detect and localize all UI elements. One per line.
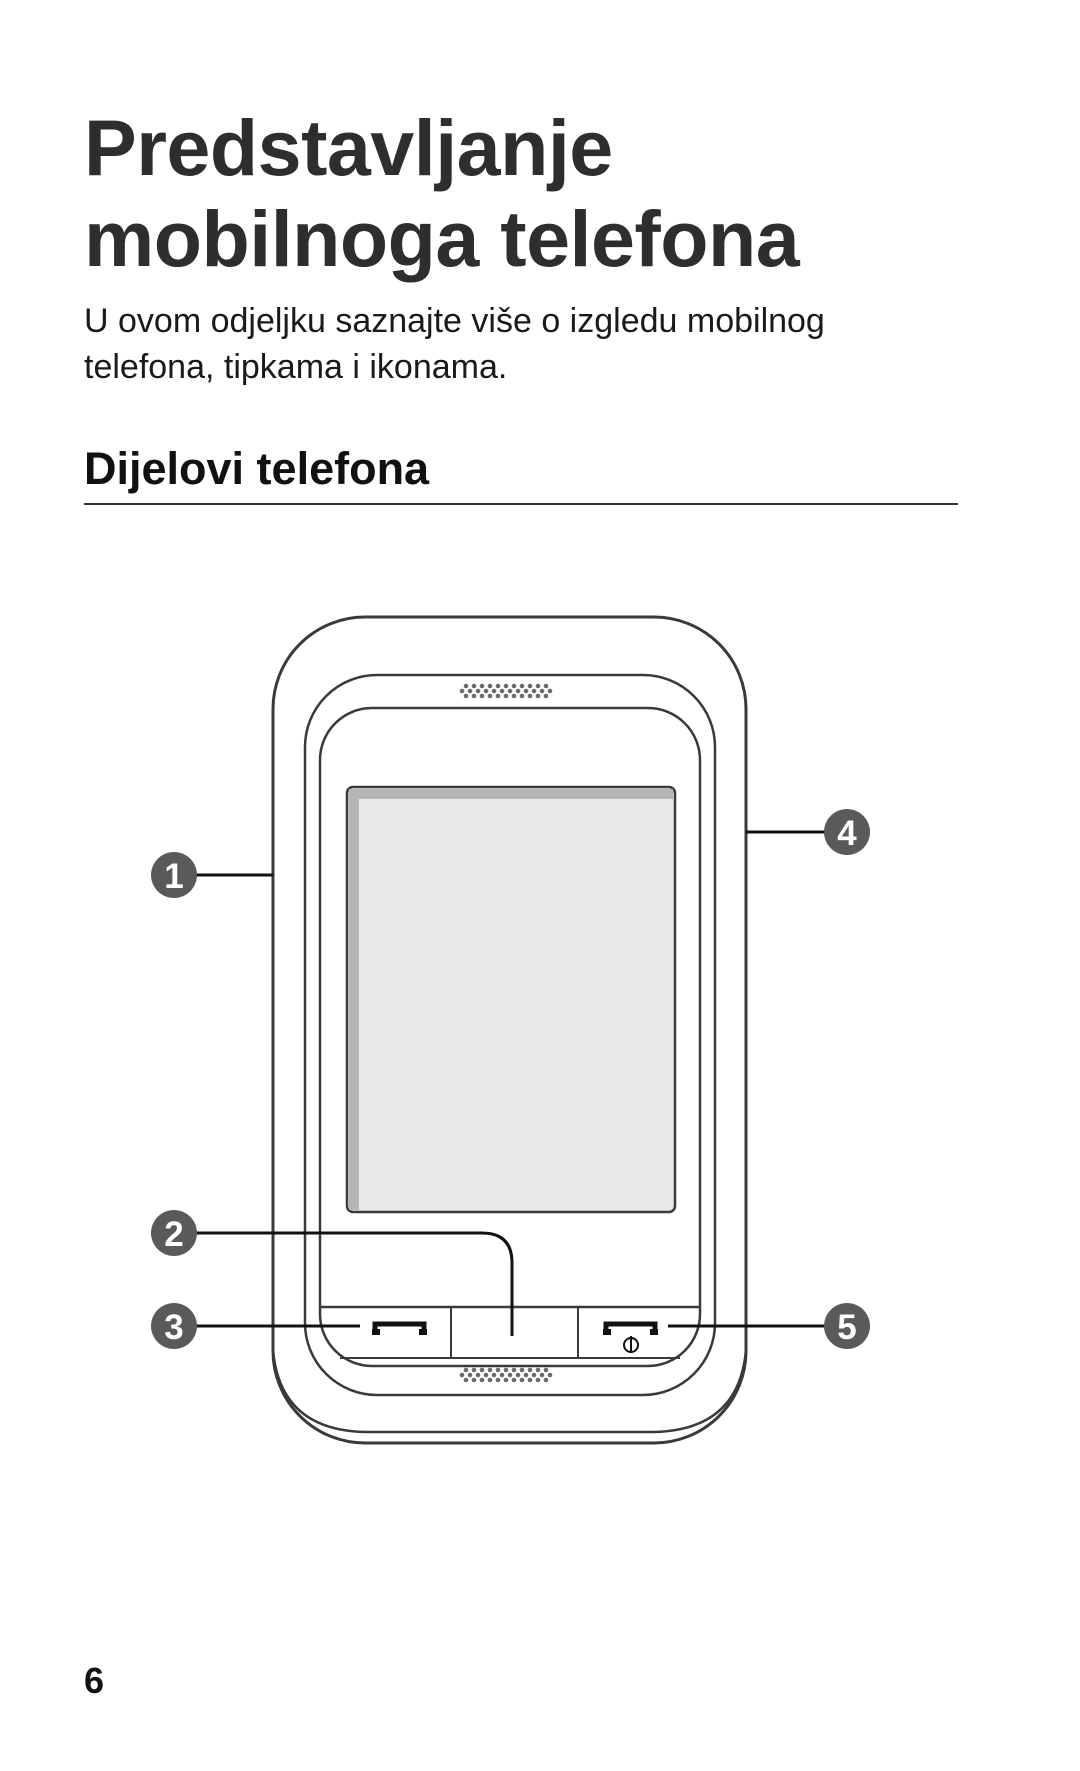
microphone-grille-hole	[499, 1372, 505, 1378]
page-title-line-1: Predstavljanje	[84, 103, 613, 192]
display-screen-shade-left	[349, 789, 359, 1210]
microphone-grille-hole	[463, 1377, 469, 1383]
microphone-grille-hole	[511, 1367, 517, 1373]
earpiece-grille-hole	[503, 693, 509, 699]
earpiece-grille-hole	[519, 693, 525, 699]
callout-1-badge: 1	[151, 852, 197, 898]
callout-4-badge: 4	[824, 809, 870, 855]
callout-3-number: 3	[164, 1308, 183, 1347]
earpiece-grille-hole	[527, 683, 533, 689]
microphone-grille-hole	[543, 1367, 549, 1373]
earpiece-grille-hole	[503, 683, 509, 689]
callout-3-badge: 3	[151, 1303, 197, 1349]
earpiece-grille-hole	[539, 688, 545, 694]
microphone-grille-hole	[471, 1377, 477, 1383]
microphone-grille-hole	[491, 1372, 497, 1378]
callout-2-leader	[196, 1231, 514, 1336]
earpiece-grille-hole	[471, 693, 477, 699]
microphone-grille-hole	[511, 1377, 517, 1383]
earpiece-grille-hole	[471, 683, 477, 689]
microphone-grille-hole	[495, 1367, 501, 1373]
microphone-grille-hole	[503, 1377, 509, 1383]
microphone-grille-hole	[475, 1372, 481, 1378]
earpiece-grille-hole	[495, 683, 501, 689]
callout-5-number: 5	[837, 1308, 856, 1347]
earpiece-grille-hole	[515, 688, 521, 694]
earpiece-grille-hole	[527, 693, 533, 699]
earpiece-grille-hole	[523, 688, 529, 694]
earpiece-grille-hole	[535, 683, 541, 689]
earpiece-grille-hole	[543, 693, 549, 699]
earpiece-grille-hole	[463, 683, 469, 689]
microphone-grille-hole	[487, 1377, 493, 1383]
section-divider	[84, 503, 958, 505]
earpiece-grille-hole	[507, 688, 513, 694]
page-number: 6	[84, 1660, 105, 1701]
earpiece-grille-hole	[467, 688, 473, 694]
display-screen-shade	[349, 789, 673, 799]
callout-2-number: 2	[164, 1215, 183, 1254]
microphone-grille-hole	[459, 1372, 465, 1378]
earpiece-grille-hole	[531, 688, 537, 694]
microphone-grille-hole	[515, 1372, 521, 1378]
earpiece-grille-hole	[511, 693, 517, 699]
microphone-grille-hole	[471, 1367, 477, 1373]
earpiece-grille-hole	[543, 683, 549, 689]
intro-line-2: telefona, tipkama i ikonama.	[84, 348, 508, 386]
earpiece-grille-hole	[479, 683, 485, 689]
callout-1-number: 1	[164, 857, 183, 896]
end-power-key-icon	[603, 1321, 658, 1353]
microphone-grille-hole	[527, 1377, 533, 1383]
earpiece-grille-hole	[511, 683, 517, 689]
callout-5-badge: 5	[824, 1303, 870, 1349]
section-heading: Dijelovi telefona	[84, 443, 430, 494]
intro-paragraph: U ovom odjeljku saznajte više o izgledu …	[84, 298, 984, 390]
earpiece-grille	[459, 683, 553, 699]
microphone-grille-hole	[519, 1367, 525, 1373]
callout-4-number: 4	[837, 814, 857, 853]
call-key-icon	[372, 1321, 427, 1335]
earpiece-grille-hole	[475, 688, 481, 694]
display-screen	[345, 785, 677, 1214]
earpiece-grille-hole	[459, 688, 465, 694]
earpiece-grille-hole	[519, 683, 525, 689]
microphone-grille-hole	[531, 1372, 537, 1378]
microphone-grille-hole	[523, 1372, 529, 1378]
microphone-grille-hole	[483, 1372, 489, 1378]
earpiece-grille-hole	[483, 688, 489, 694]
microphone-grille-hole	[467, 1372, 473, 1378]
microphone-grille-hole	[543, 1377, 549, 1383]
microphone-grille-hole	[487, 1367, 493, 1373]
microphone-grille-hole	[479, 1367, 485, 1373]
microphone-grille-hole	[503, 1367, 509, 1373]
microphone-grille-hole	[495, 1377, 501, 1383]
earpiece-grille-hole	[547, 688, 553, 694]
microphone-grille-hole	[479, 1377, 485, 1383]
earpiece-grille-hole	[535, 693, 541, 699]
earpiece-grille-hole	[499, 688, 505, 694]
microphone-grille-hole	[547, 1372, 553, 1378]
microphone-grille-hole	[519, 1377, 525, 1383]
earpiece-grille-hole	[479, 693, 485, 699]
intro-line-1: U ovom odjeljku saznajte više o izgledu …	[84, 302, 825, 340]
microphone-grille-hole	[535, 1367, 541, 1373]
phone-body-bottom-edge	[271, 1349, 748, 1434]
earpiece-grille-hole	[491, 688, 497, 694]
earpiece-grille-hole	[487, 693, 493, 699]
microphone-grille-hole	[539, 1372, 545, 1378]
microphone-grille-hole	[535, 1377, 541, 1383]
page-title: Predstavljanje mobilnoga telefona	[84, 102, 800, 284]
microphone-grille-hole	[527, 1367, 533, 1373]
earpiece-grille-hole	[487, 683, 493, 689]
earpiece-grille-hole	[495, 693, 501, 699]
microphone-grille	[459, 1367, 553, 1383]
microphone-grille-hole	[463, 1367, 469, 1373]
earpiece-grille-hole	[463, 693, 469, 699]
page-title-line-2: mobilnoga telefona	[84, 194, 800, 283]
callout-2-badge: 2	[151, 1210, 197, 1256]
microphone-grille-hole	[507, 1372, 513, 1378]
